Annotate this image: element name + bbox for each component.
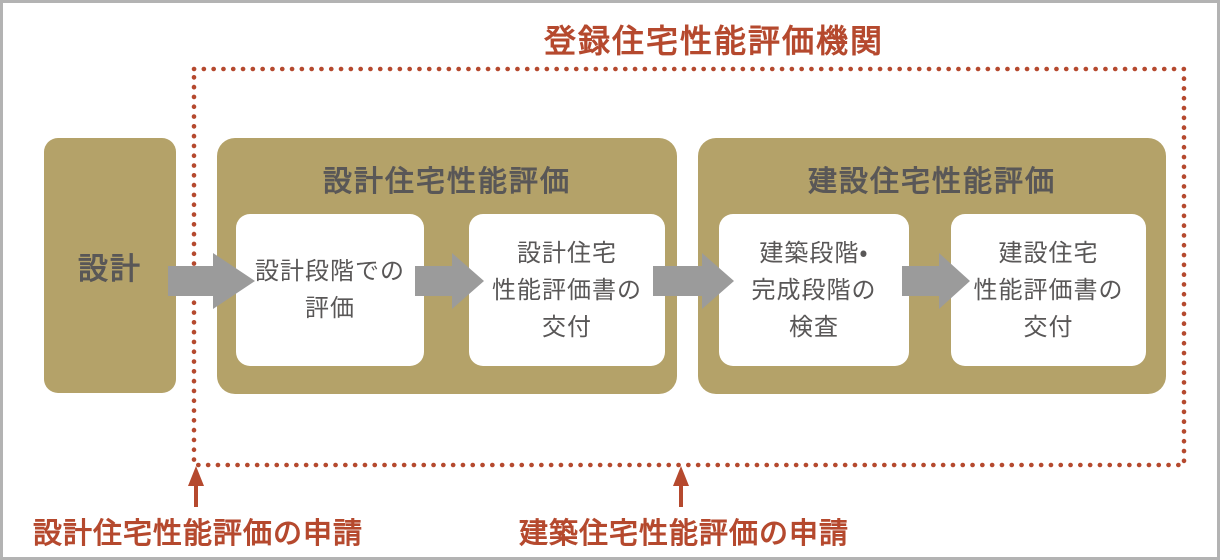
design-phase-box: 設計	[44, 138, 176, 393]
section-construction-evaluation-title: 建設住宅性能評価	[807, 164, 1056, 198]
step-text-line: 評価	[305, 294, 355, 322]
section-design-evaluation: 設計住宅性能評価 設計段階での 評価 設計住宅 性能評価書の 交付	[217, 138, 677, 394]
step-text-line: 性能評価書の	[492, 275, 642, 304]
step-text-line: 完成段階の	[751, 275, 877, 304]
annotation-design-application: 設計住宅性能評価の申請	[33, 516, 364, 550]
step-text-line: 交付	[542, 312, 592, 341]
evaluation-agency-title: 登録住宅性能評価機関	[543, 22, 884, 60]
step-construction-inspection: 建築段階・ 完成段階の 検査	[719, 214, 909, 366]
up-arrow-icon	[673, 466, 689, 507]
step-design-report-issuance: 設計住宅 性能評価書の 交付	[469, 214, 665, 366]
section-design-evaluation-title: 設計住宅性能評価	[322, 164, 571, 198]
annotation-construction-application: 建築住宅性能評価の申請	[519, 516, 850, 550]
step-text-line: 建築段階・	[759, 238, 869, 267]
step-text-line: 性能評価書の	[973, 275, 1124, 304]
step-construction-report-issuance: 建設住宅 性能評価書の 交付	[951, 214, 1146, 366]
section-construction-evaluation: 建設住宅性能評価 建築段階・ 完成段階の 検査 建設住宅 性能評価書の 交付	[698, 138, 1166, 394]
step-text-line: 建設住宅	[998, 238, 1099, 267]
step-text-line: 検査	[789, 312, 839, 341]
up-arrow-icon	[188, 466, 204, 507]
step-design-stage-evaluation: 設計段階での 評価	[236, 214, 424, 366]
design-phase-label: 設計	[78, 251, 142, 287]
step-text-line: 設計住宅	[517, 238, 617, 267]
step-text-line: 交付	[1023, 312, 1074, 341]
step-text-line: 設計段階での	[255, 257, 405, 285]
